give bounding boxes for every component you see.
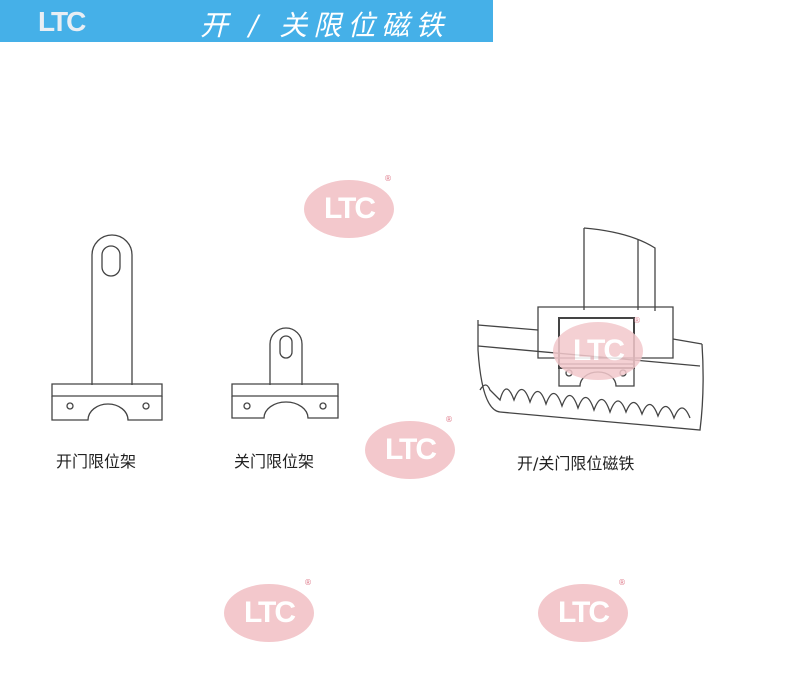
- watermark-registered: ®: [384, 174, 392, 183]
- open-door-limit-bracket: [51, 234, 163, 421]
- open-close-limit-magnet-assembly: [477, 227, 704, 431]
- watermark-registered: ®: [445, 415, 453, 424]
- watermark-logo: LTC ®: [538, 578, 628, 642]
- watermark-logo: LTC ®: [553, 316, 643, 380]
- watermark-registered: ®: [618, 578, 626, 587]
- header-logo: LTC: [38, 6, 86, 37]
- watermark-logo: LTC ®: [224, 578, 314, 642]
- caption-limit-magnet: 开/关门限位磁铁: [517, 454, 635, 473]
- header-title: 开 / 关限位磁铁: [200, 9, 450, 42]
- watermark-logo: LTC ®: [304, 174, 394, 238]
- watermark-text: LTC: [243, 596, 296, 629]
- header-bar: LTC 开 / 关限位磁铁: [0, 0, 493, 42]
- watermark-text: LTC: [572, 334, 625, 367]
- watermark-registered: ®: [633, 316, 641, 325]
- caption-open-door-limit-bracket: 开门限位架: [56, 452, 137, 471]
- watermark-logo: LTC ®: [365, 415, 455, 479]
- close-door-limit-bracket: [231, 327, 339, 419]
- watermark-text: LTC: [557, 596, 610, 629]
- caption-close-door-limit-bracket: 关门限位架: [234, 452, 315, 471]
- watermark-registered: ®: [304, 578, 312, 587]
- watermark-text: LTC: [323, 192, 376, 225]
- watermark-text: LTC: [384, 433, 437, 466]
